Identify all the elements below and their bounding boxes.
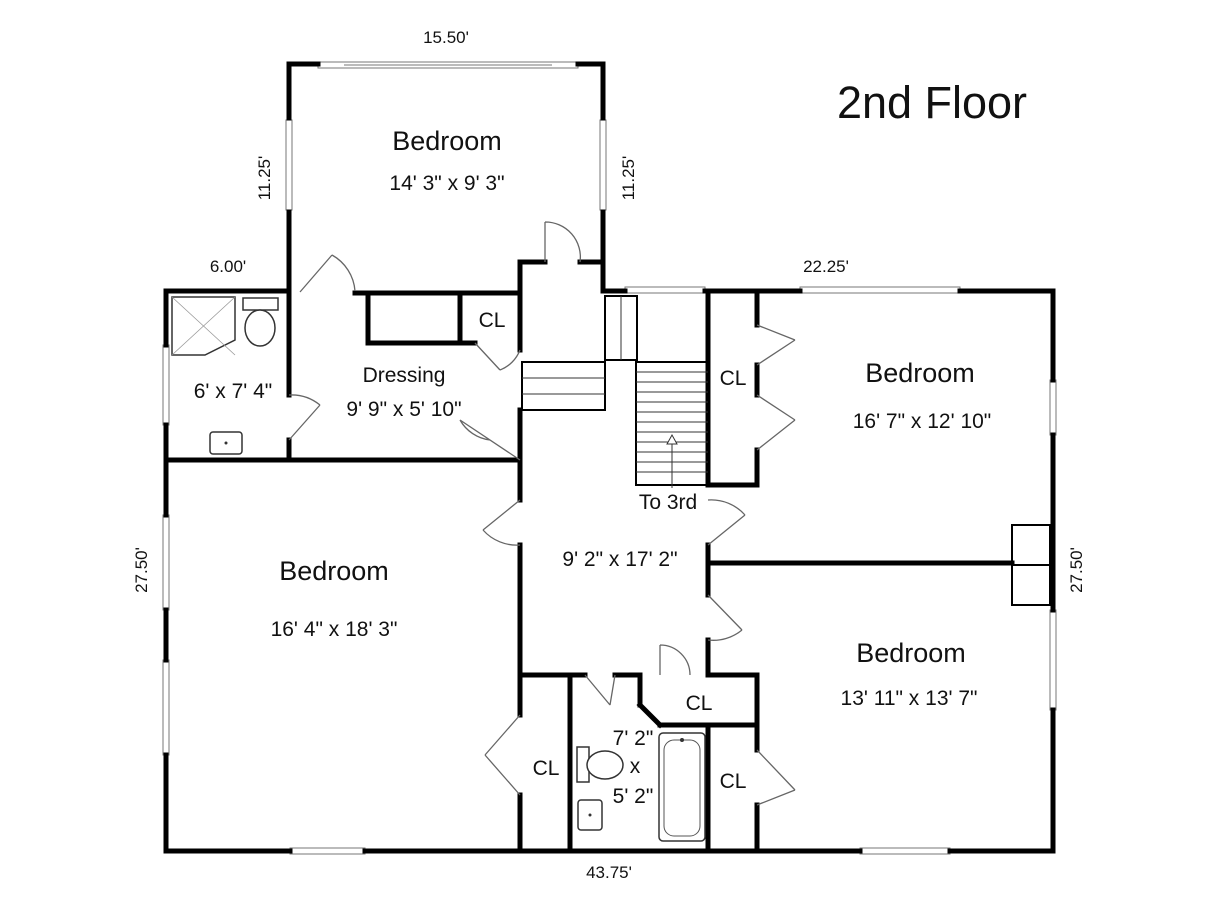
toilet-tank-icon (242, 297, 279, 311)
toilet-icon (244, 309, 276, 347)
dim-left-upper: 11.25' (255, 156, 274, 201)
exterior-walls (163, 61, 1056, 854)
dressing-size: 9' 9" x 5' 10" (346, 398, 461, 421)
hall-bath-size-3: 5' 2" (613, 785, 654, 808)
left-bedroom-name: Bedroom (279, 556, 389, 586)
hall-bath-size-2: x (630, 755, 641, 778)
dim-left-height: 27.50' (132, 547, 151, 593)
dim-right-width: 22.25' (803, 257, 849, 276)
floor-title: 2nd Floor (837, 77, 1027, 128)
dim-top-width: 15.50' (423, 28, 469, 47)
bottom-right-bedroom-size: 13' 11" x 13' 7" (841, 687, 978, 710)
mid-closet-label: CL (686, 692, 713, 715)
right-bedroom-size: 16' 7" x 12' 10" (853, 410, 992, 433)
dim-right-upper: 11.25' (619, 156, 638, 201)
dressing-closet-label: CL (479, 309, 506, 332)
interior-walls (163, 259, 1051, 854)
hall-toilet-icon (586, 750, 624, 780)
right-closet-label: CL (720, 367, 747, 390)
bathtub-icon (658, 732, 706, 842)
hall-bath-size-1: 7' 2" (613, 727, 654, 750)
left-bedroom-size: 16' 4" x 18' 3" (271, 618, 398, 641)
bottom-right-bedroom-name: Bedroom (856, 638, 966, 668)
hall-size: 9' 2" x 17' 2" (562, 548, 677, 571)
fixtures (171, 296, 706, 842)
top-bedroom-size: 14' 3" x 9' 3" (389, 172, 504, 195)
bottom-left-closet-label: CL (533, 757, 560, 780)
dressing-name: Dressing (363, 364, 446, 387)
doors (288, 221, 796, 806)
stairs-label: To 3rd (639, 491, 697, 514)
top-bedroom-name: Bedroom (392, 126, 502, 156)
right-bedroom-name: Bedroom (865, 358, 975, 388)
dim-bottom-width: 43.75' (586, 863, 632, 882)
dim-bath-width: 6.00' (210, 257, 246, 276)
bottom-right-closet-label: CL (720, 770, 747, 793)
dim-right-height: 27.50' (1067, 547, 1086, 593)
stairs (521, 295, 709, 488)
master-bath-size: 6' x 7' 4" (194, 380, 273, 403)
